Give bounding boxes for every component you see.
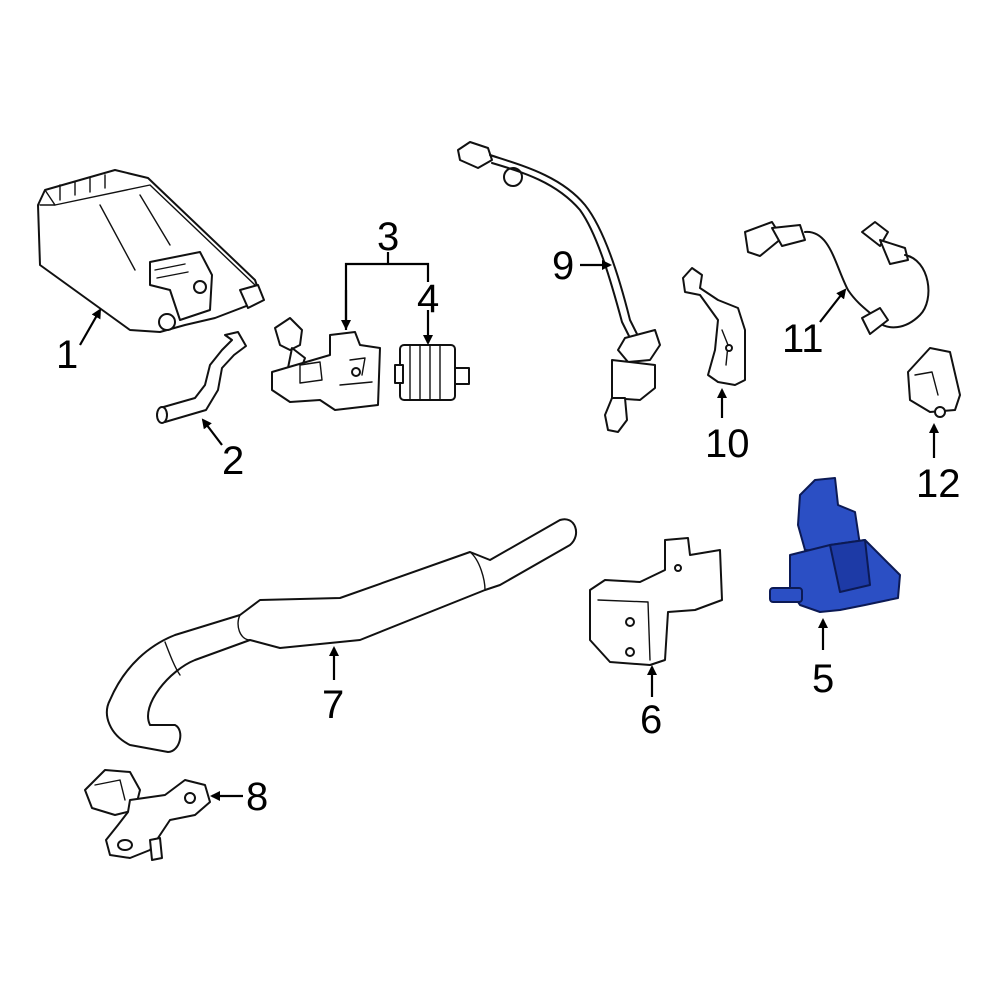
callout-1: 1 bbox=[56, 333, 78, 377]
callout-11: 11 bbox=[782, 317, 824, 361]
part-8-sensor[interactable] bbox=[84, 769, 211, 861]
callout-5: 5 bbox=[812, 657, 834, 701]
part-2-hose[interactable] bbox=[156, 331, 247, 424]
callout-6: 6 bbox=[640, 698, 662, 742]
part-1-canister[interactable] bbox=[37, 169, 265, 333]
part-5-solenoid-valve[interactable] bbox=[769, 477, 901, 613]
callout-8: 8 bbox=[246, 775, 268, 819]
callout-7: 7 bbox=[322, 683, 344, 727]
callout-3: 3 bbox=[377, 215, 399, 259]
part-11-harness[interactable] bbox=[744, 221, 930, 335]
part-10-bracket[interactable] bbox=[682, 267, 746, 386]
part-9-sensor[interactable] bbox=[457, 141, 661, 433]
callout-2: 2 bbox=[222, 439, 244, 483]
callout-line-1 bbox=[79, 308, 101, 346]
callout-10: 10 bbox=[705, 422, 750, 466]
part-6-bracket[interactable] bbox=[589, 537, 723, 666]
callout-line-11 bbox=[819, 288, 847, 323]
callout-line-2 bbox=[201, 418, 223, 446]
part-3-valve[interactable] bbox=[271, 317, 381, 411]
callout-9: 9 bbox=[552, 244, 574, 288]
callout-12: 12 bbox=[916, 462, 961, 506]
part-7-pipe[interactable] bbox=[105, 518, 578, 753]
callout-4: 4 bbox=[417, 277, 439, 321]
part-4-filter[interactable] bbox=[394, 344, 470, 401]
callout-bracket-3 bbox=[344, 262, 430, 330]
part-12-bracket[interactable] bbox=[907, 347, 961, 418]
